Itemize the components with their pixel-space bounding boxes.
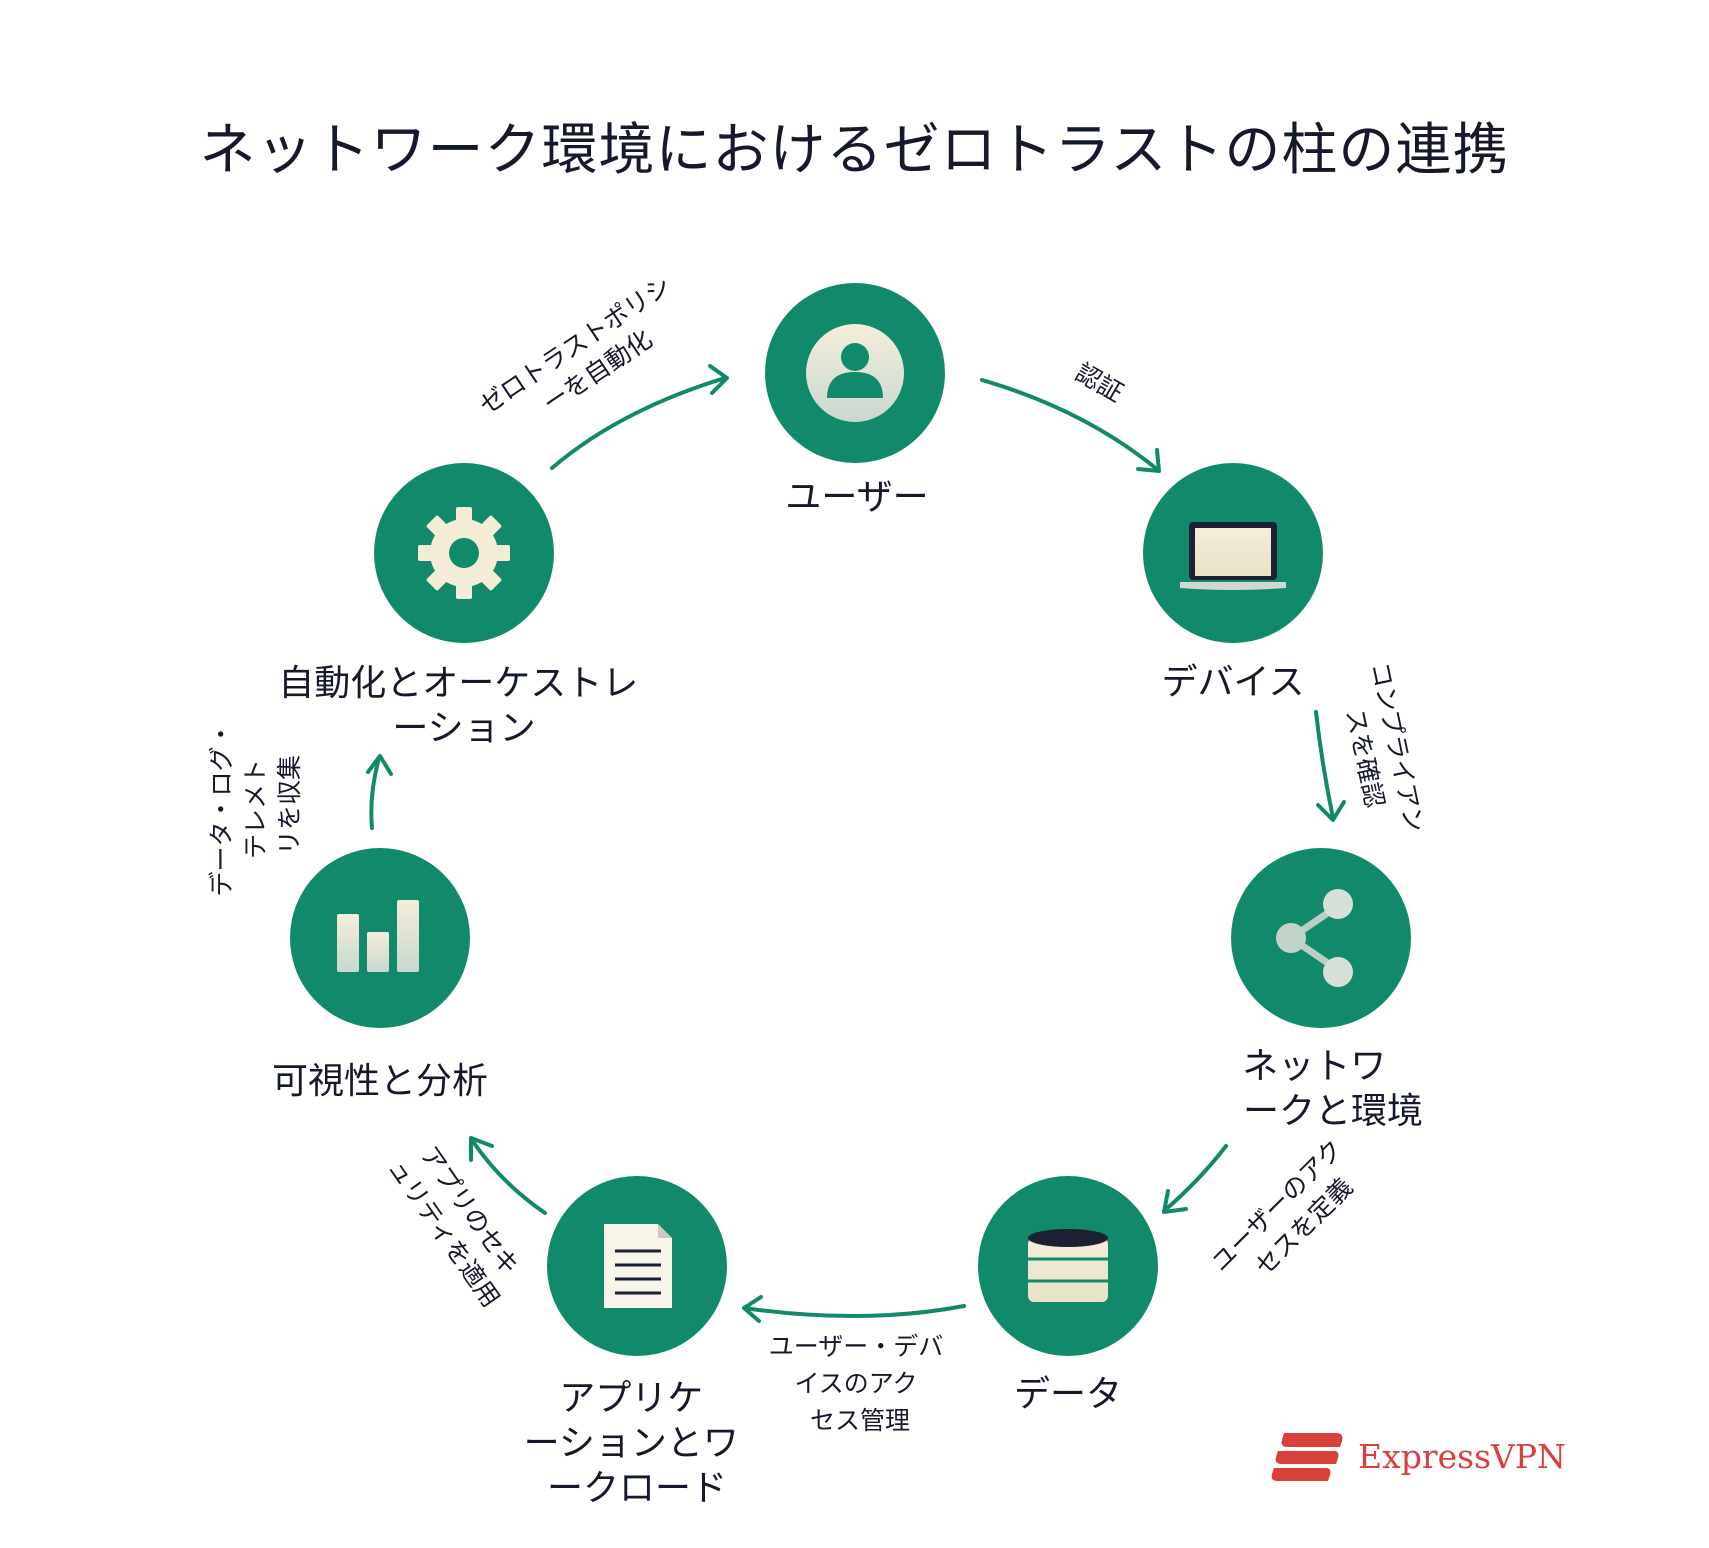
edge-label-apps-to-visibility: アプリのセキ ュリティを適用 xyxy=(382,1134,533,1312)
node-label-network: ネットワ ークと環境 xyxy=(1242,1046,1423,1132)
share-network-icon xyxy=(1276,889,1353,987)
edge-label-user-to-device: 認証 xyxy=(1070,358,1128,408)
database-icon xyxy=(1028,1229,1108,1302)
node-label-automation: 自動化とオーケストレ ーション xyxy=(278,663,649,749)
expressvpn-logo-icon xyxy=(1271,1433,1343,1481)
node-network xyxy=(1231,848,1411,1028)
user-icon xyxy=(806,324,904,422)
bar-chart-icon xyxy=(337,900,419,972)
edge-label-data-to-apps: ユーザー・デバ イスのアク セス管理 xyxy=(769,1332,951,1435)
node-label-user: ユーザー xyxy=(785,477,928,518)
brand-name: ExpressVPN xyxy=(1358,1436,1566,1476)
edge-arrow-network-to-data xyxy=(1162,1144,1228,1214)
node-label-apps: アプリケ ーションとワ ークロード xyxy=(524,1378,751,1509)
edge-arrow-apps-to-visibility xyxy=(469,1136,547,1215)
edge-arrow-data-to-apps xyxy=(742,1295,966,1323)
node-apps xyxy=(547,1176,727,1356)
edge-arrow-device-to-network xyxy=(1314,710,1346,822)
page-title: ネットワーク環境におけるゼロトラストの柱の連携 xyxy=(199,118,1510,183)
document-icon xyxy=(604,1224,672,1308)
edge-label-visibility-to-automation: データ・ログ・ テレメト リを収集 xyxy=(207,714,304,897)
gear-icon xyxy=(418,507,510,599)
node-label-data: データ xyxy=(1014,1374,1122,1415)
node-device xyxy=(1143,463,1323,643)
node-automation xyxy=(374,463,554,643)
edge-arrow-visibility-to-automation xyxy=(366,754,393,830)
node-user xyxy=(765,283,945,463)
edge-label-network-to-data: ユーザーのアク セスを定義 xyxy=(1205,1128,1378,1301)
edge-label-device-to-network: コンプライアン スを確認 xyxy=(1332,660,1431,850)
node-label-device: デバイス xyxy=(1162,662,1305,703)
edge-arrow-user-to-device xyxy=(980,378,1161,473)
node-data xyxy=(978,1176,1158,1356)
edge-arrow-automation-to-user xyxy=(550,364,729,470)
node-network-circle xyxy=(1231,848,1411,1028)
brand-logo: ExpressVPN xyxy=(1270,1426,1566,1486)
laptop-icon xyxy=(1180,522,1286,590)
edge-label-automation-to-user: ゼロトラストポリシ ーを自動化 xyxy=(474,266,702,448)
node-visibility xyxy=(290,848,470,1028)
node-label-visibility: 可視性と分析 xyxy=(272,1061,488,1102)
